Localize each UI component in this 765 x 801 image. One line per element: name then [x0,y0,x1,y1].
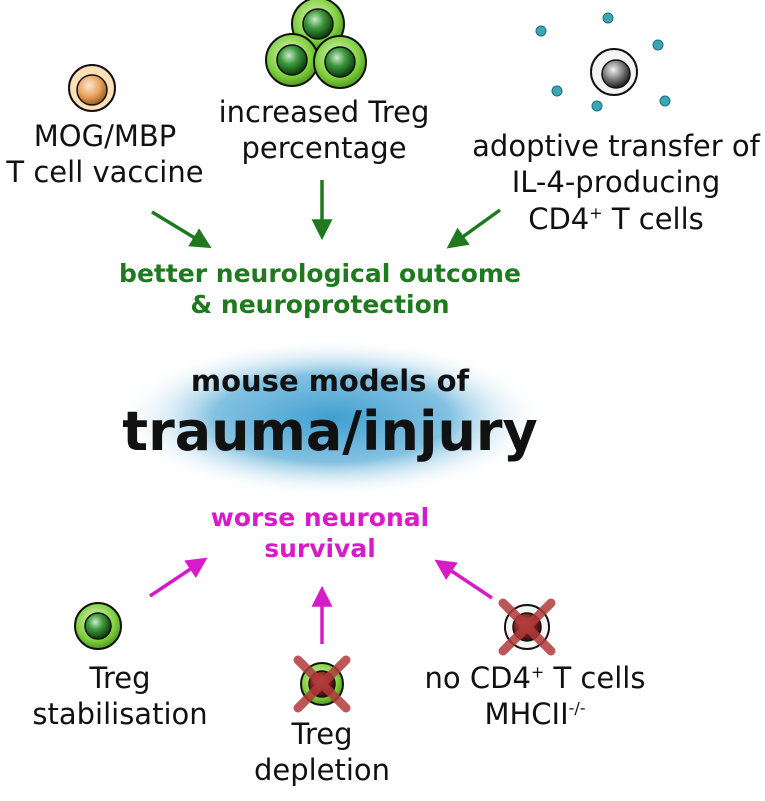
treg-stabilisation-label: Treg stabilisation [32,661,208,732]
il4-cell-icon [590,48,638,96]
center-title: trauma/injury [122,400,538,463]
center-blob [117,338,547,498]
no-cd4-label: no CD4+ T cells MHCII-/- [424,661,646,732]
treg-depletion-cross-icon [293,655,351,713]
il4-transfer-label: adoptive transfer of IL-4-producing CD4+… [472,129,760,236]
treg-cluster-icon [265,0,367,89]
arrow-vaccine-to-outcome [151,210,212,249]
no-cd4-cross-icon [498,598,556,656]
treg-stabilisation-cell-icon [74,602,122,650]
protective-outcome-label: better neurological outcome & neuroprote… [119,259,521,320]
tcell-vaccine-label: MOG/MBP T cell vaccine [6,119,204,190]
treg-depletion-label: Treg depletion [253,717,391,788]
treg-percentage-label: increased Treg percentage [218,95,430,166]
detrimental-outcome-label: worse neuronal survival [210,503,430,564]
vaccine-cell-icon [68,64,116,112]
il4-dots [535,12,671,112]
center-subtitle: mouse models of [190,364,470,398]
arrow-il4-to-outcome [446,208,502,249]
arrow-stabilisation-to-outcome [149,557,208,598]
arrow-nocd4-to-outcome [434,559,493,600]
